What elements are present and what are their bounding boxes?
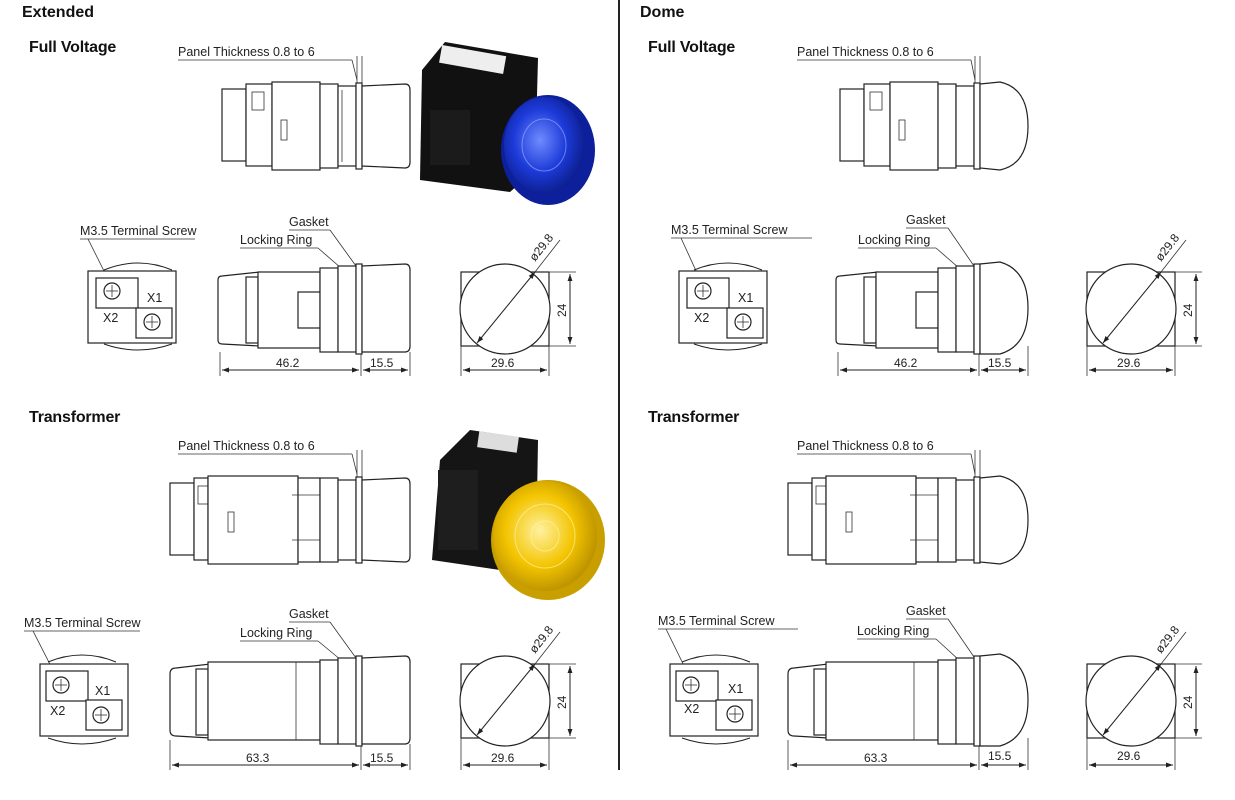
right-s2-width-dim: 29.6 [1117, 749, 1141, 763]
right-s2-x2: X2 [684, 702, 699, 716]
left-section2-title: Transformer [29, 409, 121, 426]
right-column-title: Dome [640, 4, 685, 21]
left-s1-panel-label: Panel Thickness 0.8 to 6 [178, 45, 315, 59]
left-s2-top-view: Gasket Locking Ring 63.3 15.5 [169, 607, 411, 770]
right-s2-ring-label: Locking Ring [857, 624, 929, 638]
left-s1-length-dim: 46.2 [276, 356, 300, 370]
left-s1-width-dim: 29.6 [491, 356, 515, 370]
right-s1-width-dim: 29.6 [1117, 356, 1141, 370]
right-s2-front-view: ø29.8 24 29.6 [1085, 623, 1202, 770]
right-s1-side-view [839, 81, 1029, 171]
left-s2-x1: X1 [95, 684, 110, 698]
left-s1-front-view: ø29.8 24 29.6 [459, 231, 576, 376]
right-section1-title: Full Voltage [648, 39, 736, 56]
left-s1-x1: X1 [147, 291, 162, 305]
left-s2-height-dim: 24 [555, 695, 569, 709]
left-s2-photo-yellow-lamp [432, 430, 605, 600]
right-s1-gasket-label: Gasket [906, 213, 946, 227]
right-s1-panel-label: Panel Thickness 0.8 to 6 [797, 45, 934, 59]
right-s2-terminal-view: M3.5 Terminal Screw X1 X2 [658, 614, 798, 745]
right-s1-dia-dim: ø29.8 [1152, 231, 1182, 264]
right-s2-top-view: Gasket Locking Ring 63.3 15.5 [787, 604, 1029, 770]
right-s2-gasket-label: Gasket [906, 604, 946, 618]
right-s2-panel-label: Panel Thickness 0.8 to 6 [797, 439, 934, 453]
left-s2-ring-label: Locking Ring [240, 626, 312, 640]
column-divider [618, 0, 620, 770]
left-s1-photo-blue-lamp [420, 42, 595, 205]
left-s1-panel-thickness: Panel Thickness 0.8 to 6 [178, 45, 363, 85]
left-s1-x2: X2 [103, 311, 118, 325]
right-s1-lens-dim: 15.5 [988, 356, 1012, 370]
right-s1-x2: X2 [694, 311, 709, 325]
right-s1-length-dim: 46.2 [894, 356, 918, 370]
right-s2-lens-dim: 15.5 [988, 749, 1012, 763]
left-s1-top-view: Gasket Locking Ring 46.2 15.5 [217, 215, 411, 376]
left-s2-x2: X2 [50, 704, 65, 718]
right-s2-screw-label: M3.5 Terminal Screw [658, 614, 775, 628]
left-s1-dia-dim: ø29.8 [526, 231, 556, 264]
left-s2-screw-label: M3.5 Terminal Screw [24, 616, 141, 630]
left-s1-side-view [221, 81, 411, 171]
left-s1-screw-label: M3.5 Terminal Screw [80, 224, 197, 238]
left-s2-panel-label: Panel Thickness 0.8 to 6 [178, 439, 315, 453]
right-s2-side-view [787, 475, 1029, 565]
right-s1-height-dim: 24 [1181, 303, 1195, 317]
left-s2-panel-thickness: Panel Thickness 0.8 to 6 [178, 439, 363, 479]
left-s1-height-dim: 24 [555, 303, 569, 317]
right-s2-dia-dim: ø29.8 [1152, 623, 1182, 656]
left-s1-ring-label: Locking Ring [240, 233, 312, 247]
left-s2-terminal-view: M3.5 Terminal Screw X1 X2 [24, 616, 141, 745]
left-s2-lens-dim: 15.5 [370, 751, 394, 765]
left-s2-length-dim: 63.3 [246, 751, 270, 765]
right-s2-height-dim: 24 [1181, 695, 1195, 709]
left-s1-terminal-view: M3.5 Terminal Screw X1 X2 [80, 224, 197, 351]
left-s2-gasket-label: Gasket [289, 607, 329, 621]
left-s1-lens-dim: 15.5 [370, 356, 394, 370]
right-s1-x1: X1 [738, 291, 753, 305]
right-s1-top-view: Gasket Locking Ring 46.2 15.5 [835, 213, 1029, 376]
left-s2-width-dim: 29.6 [491, 751, 515, 765]
right-section2-title: Transformer [648, 409, 740, 426]
right-s1-panel-thickness: Panel Thickness 0.8 to 6 [797, 45, 981, 85]
left-column-title: Extended [22, 4, 95, 21]
right-s1-front-view: ø29.8 24 29.6 [1085, 231, 1202, 376]
left-s2-dia-dim: ø29.8 [526, 623, 556, 656]
right-s1-terminal-view: M3.5 Terminal Screw X1 X2 [671, 223, 812, 351]
left-section1-title: Full Voltage [29, 39, 117, 56]
right-s2-x1: X1 [728, 682, 743, 696]
left-s1-gasket-label: Gasket [289, 215, 329, 229]
right-s2-length-dim: 63.3 [864, 751, 888, 765]
right-s1-ring-label: Locking Ring [858, 233, 930, 247]
left-s2-side-view [169, 475, 411, 565]
left-s2-front-view: ø29.8 24 29.6 [459, 623, 576, 770]
right-s1-screw-label: M3.5 Terminal Screw [671, 223, 788, 237]
right-s2-panel-thickness: Panel Thickness 0.8 to 6 [797, 439, 981, 479]
